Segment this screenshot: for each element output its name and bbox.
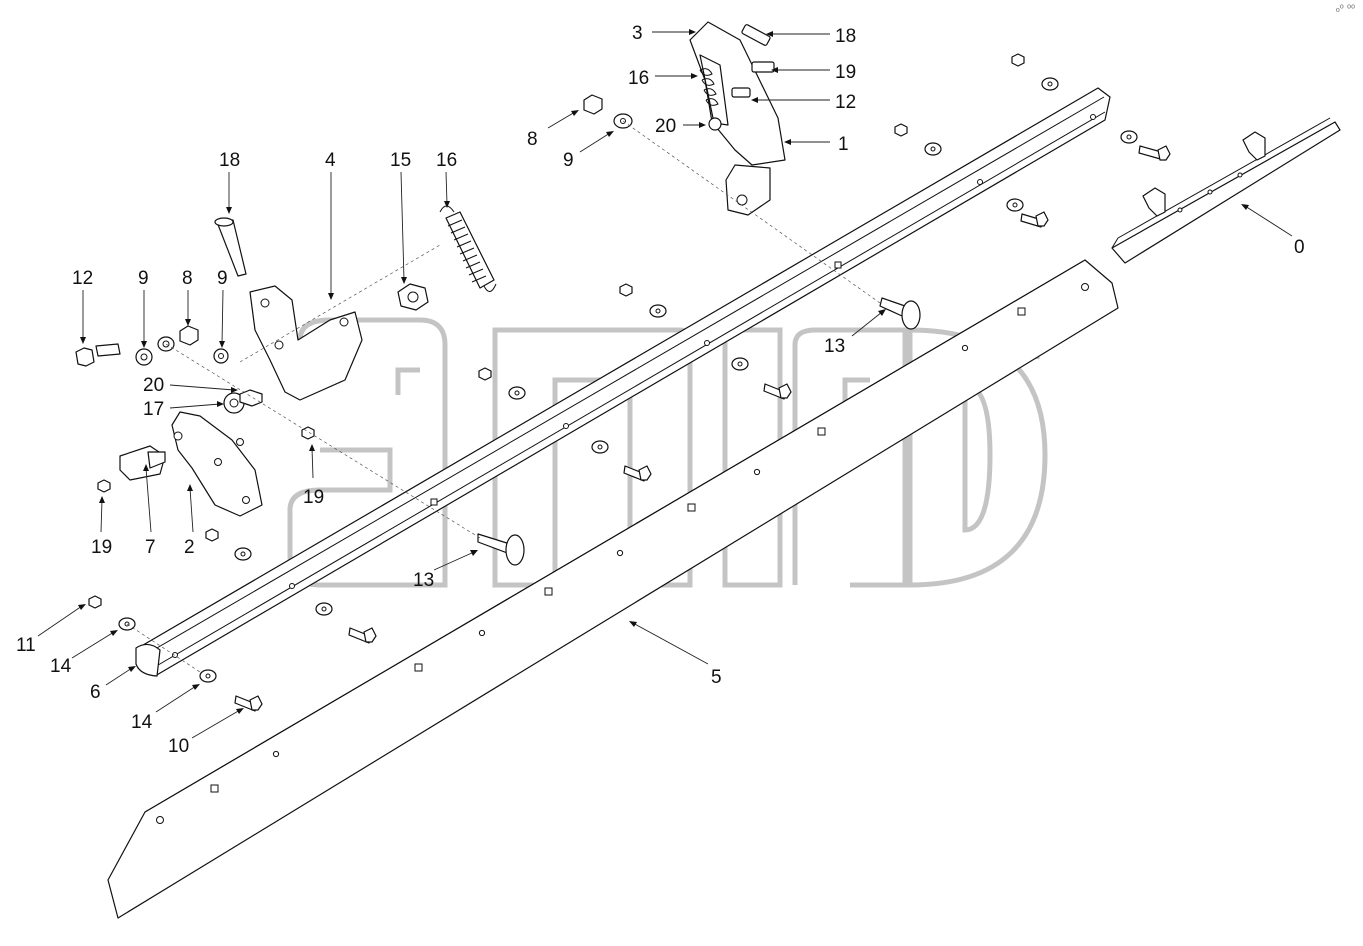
callout-20: 20 — [143, 375, 164, 396]
nuts — [88, 53, 1025, 609]
callout-labels: 3 18 16 19 12 20 1 8 9 0 18 4 15 16 12 9… — [16, 23, 1305, 757]
callout-2: 2 — [184, 537, 195, 558]
callout-3: 3 — [632, 23, 643, 44]
callout-20-top: 20 — [655, 116, 676, 137]
part-3-latch-assembly — [689, 21, 786, 216]
part-15-nut — [397, 283, 429, 311]
corner-mark: ₀⁰ ⁰⁰ — [1335, 4, 1355, 15]
part-13-rivet-upper — [879, 297, 921, 330]
callout-17: 17 — [143, 399, 164, 420]
part-7-large-bolt — [119, 445, 166, 481]
callout-19-left: 19 — [91, 537, 112, 558]
callout-5: 5 — [711, 667, 722, 688]
part-13-rivet-lower — [477, 533, 525, 566]
callout-1: 1 — [838, 134, 849, 155]
blade-square-holes — [210, 307, 1026, 793]
callout-19-top: 19 — [835, 62, 856, 83]
part-2-latch-plate — [171, 411, 263, 517]
callout-9-second: 9 — [217, 268, 228, 289]
callout-9-top: 9 — [563, 150, 574, 171]
callout-12: 12 — [72, 268, 93, 289]
bolts — [75, 145, 1171, 712]
callout-11: 11 — [16, 635, 36, 656]
callout-8: 8 — [182, 268, 193, 289]
callout-10: 10 — [168, 736, 189, 757]
callout-4: 4 — [325, 150, 336, 171]
callout-14-lower: 14 — [131, 712, 153, 733]
callout-6: 6 — [90, 682, 101, 703]
callout-13-lower: 13 — [413, 570, 434, 591]
part-6-bar — [135, 87, 1111, 677]
part-16-spring — [439, 205, 497, 292]
callout-9: 9 — [138, 268, 149, 289]
callout-19: 19 — [303, 487, 324, 508]
callout-8-top: 8 — [527, 129, 538, 150]
part-4-bracket — [249, 285, 363, 401]
callout-0: 0 — [1294, 237, 1305, 258]
leader-lines — [37, 29, 1293, 739]
callout-7: 7 — [145, 537, 156, 558]
part-0-assembly-thumbnail — [1111, 117, 1341, 264]
callout-13-upper: 13 — [824, 336, 845, 357]
callout-18-top: 18 — [835, 26, 856, 47]
callout-18: 18 — [219, 150, 240, 171]
part-5-blade — [107, 259, 1119, 919]
callout-12-top: 12 — [835, 92, 856, 113]
assembly-axes — [126, 120, 881, 673]
callout-14-upper: 14 — [50, 656, 72, 677]
callout-15: 15 — [390, 150, 411, 171]
callout-16-top: 16 — [628, 68, 649, 89]
part-18-long-pin — [214, 217, 247, 277]
callout-16: 16 — [436, 150, 457, 171]
